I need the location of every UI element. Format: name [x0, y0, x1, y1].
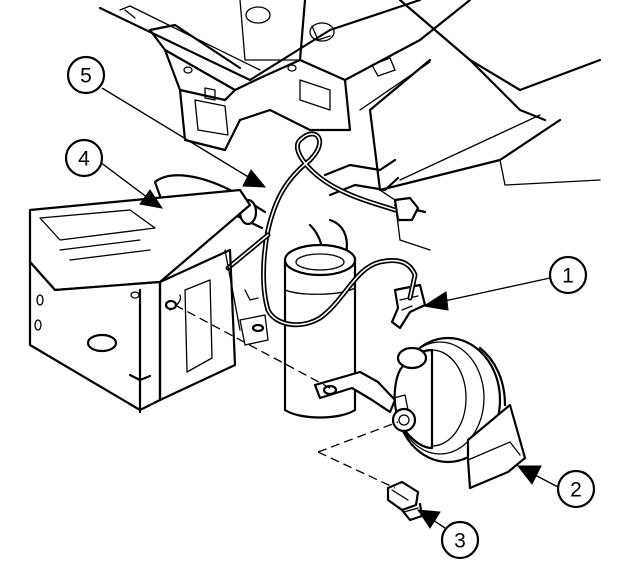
callout-5: 5	[66, 55, 106, 95]
callout-2-label: 2	[570, 479, 582, 502]
callout-4-label: 4	[78, 148, 90, 171]
reservoir-canister	[283, 243, 357, 419]
frame-rail	[28, 188, 269, 414]
callout-1-label: 1	[562, 265, 574, 288]
mounting-bolt	[386, 480, 424, 522]
horn-assembly	[313, 336, 527, 490]
horn-connector	[390, 196, 427, 330]
callout-1: 1	[548, 255, 588, 295]
callout-5-label: 5	[80, 65, 92, 88]
callout-4: 4	[64, 138, 104, 178]
leader-lines	[99, 87, 559, 531]
callout-2: 2	[556, 469, 596, 509]
wiring-harness	[225, 131, 418, 328]
alignment-lines	[174, 304, 399, 489]
callout-3: 3	[440, 520, 480, 560]
callout-3-label: 3	[454, 530, 466, 553]
